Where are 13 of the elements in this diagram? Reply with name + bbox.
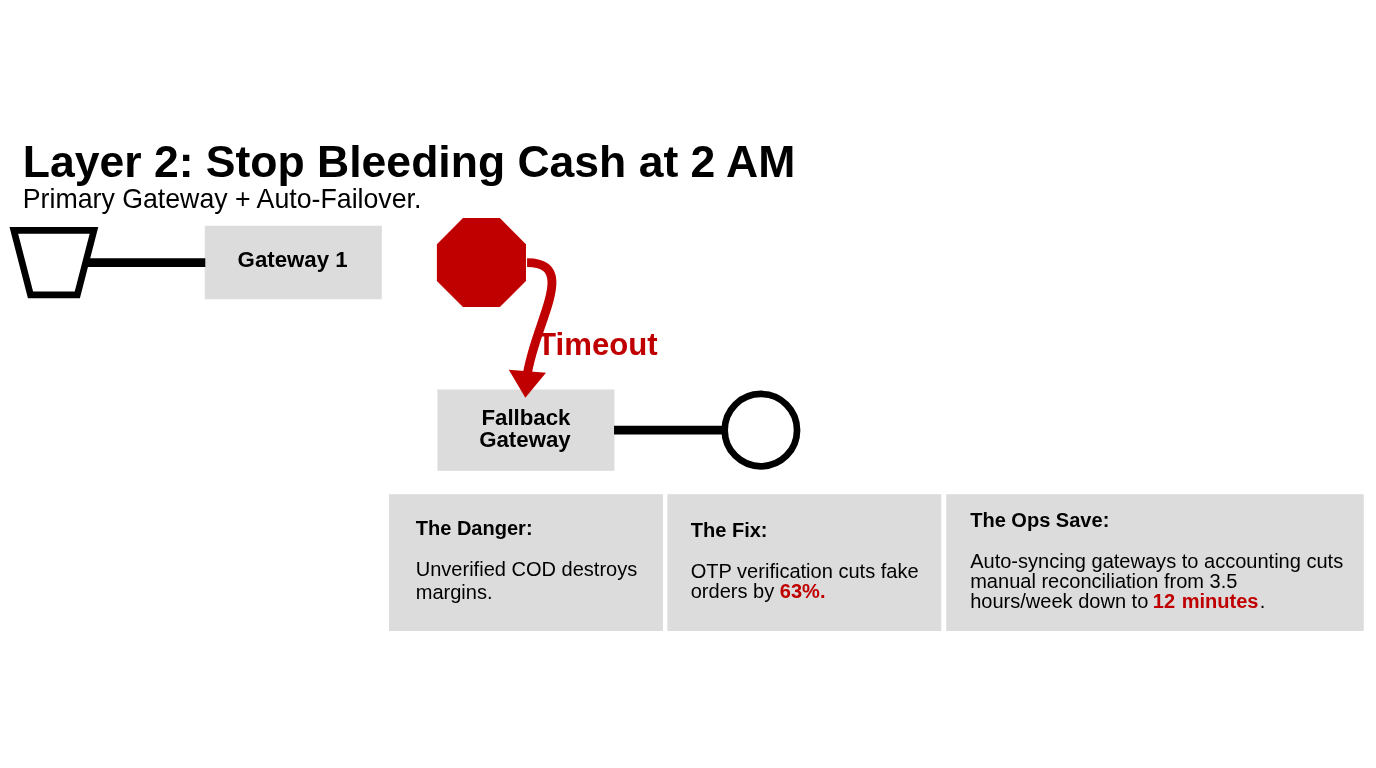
edge-label: Timeout xyxy=(536,326,658,362)
connector xyxy=(613,425,724,435)
arrow xyxy=(508,257,556,398)
node-check xyxy=(720,390,800,470)
node-cross xyxy=(436,217,526,307)
node-box: The Danger: Unverified COD destroys margins. xyxy=(388,493,663,631)
node-box: Gateway 1 xyxy=(204,225,382,299)
node-picture xyxy=(9,226,98,298)
connector xyxy=(85,257,205,267)
node-box: The Ops Save: Auto-syncing gateways to accounting cuts manual reconciliation from 3.5 hours/week down to 12 minutes. xyxy=(945,493,1364,631)
node-box: Fallback Gateway xyxy=(436,389,614,471)
node-box: The Fix: OTP verification cuts fake orders by 63%. xyxy=(666,493,941,631)
diagram-title: Layer 2: Stop Bleeding Cash at 2 AM xyxy=(22,136,795,186)
